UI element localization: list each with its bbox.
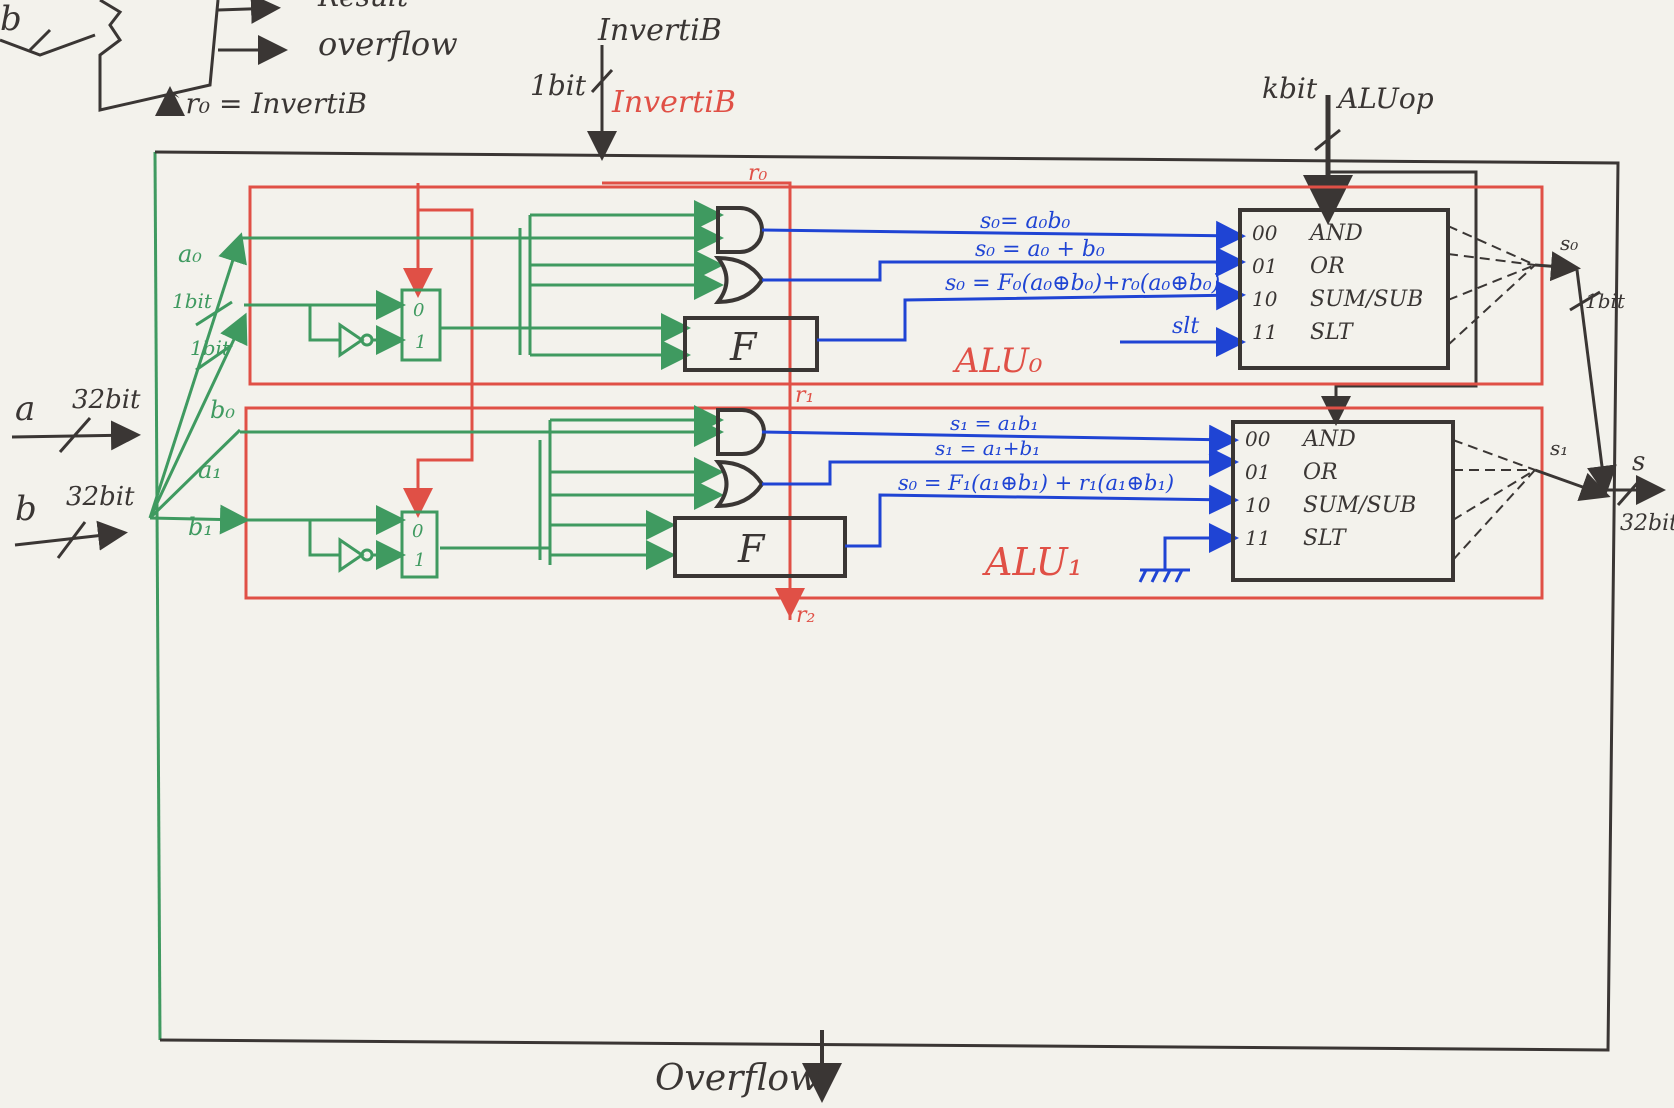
output-wires <box>1534 251 1666 506</box>
alu1-eq-and: s₁ = a₁b₁ <box>950 411 1039 435</box>
alu0-box <box>248 185 1544 386</box>
alu1-out-label: s₁ <box>1550 436 1568 460</box>
alu1-mux-in0: 0 <box>412 521 423 542</box>
alu1-and-gate <box>716 408 766 456</box>
sketch-input-b: b <box>0 0 22 39</box>
carry-r0: r₀ <box>748 161 768 186</box>
alu0-and-gate <box>716 206 764 254</box>
alu0-mux-row-op: SUM/SUB <box>1310 287 1423 312</box>
alu1-mux-row-code: 11 <box>1245 526 1270 550</box>
output-s-width: 32bit <box>1620 511 1674 536</box>
alu0-mux-in0: 0 <box>413 300 424 321</box>
output-s-label: s <box>1632 447 1645 477</box>
label-w1: 1bit <box>172 289 213 313</box>
alu0-mux-row-op: AND <box>1308 221 1363 246</box>
ground-icon <box>1138 568 1190 583</box>
alu1-inverter <box>338 537 406 573</box>
top-sketch <box>0 0 288 116</box>
alu1-mux-row-op: SUM/SUB <box>1303 493 1416 518</box>
alu1-eq-sum: s₀ = F₁(a₁⊕b₁) + r₁(a₁⊕b₁) <box>898 471 1174 495</box>
alu1-mux-row-code: 01 <box>1245 460 1270 484</box>
sketch-note: ↑r₀ = InvertiB <box>162 87 367 120</box>
label-w2: 1bit <box>190 336 231 360</box>
alu1-mux-rows: 00 AND 01 OR 10 SUM/SUB 11 SLT <box>1245 427 1416 551</box>
alu0-name: ALU₀ <box>952 341 1043 381</box>
alu0-eq-or: s₀ = a₀ + b₀ <box>975 237 1105 262</box>
alu1-output-mux <box>1231 420 1455 582</box>
alu1-mux-row-code: 10 <box>1245 493 1271 517</box>
alu0-mux-row-op: SLT <box>1310 320 1355 345</box>
output-funnel-lines <box>1447 225 1536 561</box>
sketch-result-label: Result <box>317 0 409 13</box>
alu1-mux-row-op: SLT <box>1303 526 1348 551</box>
alu0-f-block <box>683 316 819 372</box>
label-b1: b₁ <box>188 513 213 541</box>
green-wiring <box>148 200 724 570</box>
carry-r2: r₂ <box>796 603 815 628</box>
input-b-slash <box>56 521 87 559</box>
label-a0: a₀ <box>178 240 202 268</box>
alu1-name: ALU₁ <box>982 540 1083 584</box>
alu1-eq-or: s₁ = a₁+b₁ <box>935 436 1040 460</box>
sketch-overflow-label: overflow <box>318 25 458 63</box>
aluop-slash <box>1314 128 1341 152</box>
alu1-mux-in1: 1 <box>414 550 425 571</box>
alu0-mux-row-op: OR <box>1310 254 1345 279</box>
blue-wiring <box>761 220 1246 570</box>
alu1-mux-row-op: OR <box>1303 460 1338 485</box>
alu0-out-label: s₀ <box>1560 231 1578 255</box>
alu0-eq-sum: s₀ = F₀(a₀⊕b₀)+r₀(a₀⊕b₀) <box>945 271 1220 296</box>
alu1-f-label: F <box>737 527 766 571</box>
invertib-slash <box>590 68 614 94</box>
overflow-label: Overflow <box>655 1058 820 1099</box>
alu0-mux-row-code: 00 <box>1252 221 1278 245</box>
alu0-mux-row-code: 10 <box>1252 287 1278 311</box>
alu0-output-mux <box>1238 208 1450 370</box>
alu0-inverter <box>338 322 406 358</box>
label-b0: b₀ <box>210 396 235 424</box>
alu1-mux-row-code: 00 <box>1245 427 1271 451</box>
alu0-out-width: 1bit <box>1585 289 1626 313</box>
alu1-invert-mux <box>400 510 439 579</box>
aluop-width: kbit <box>1262 72 1318 105</box>
input-a-label: a <box>15 389 35 429</box>
invertib-red-label: InvertiB <box>611 85 736 120</box>
input-b-width: 32bit <box>66 482 135 512</box>
invertib-width: 1bit <box>530 69 587 102</box>
invertib-top-label: InvertiB <box>597 13 722 48</box>
aluop-label: ALUop <box>1335 82 1434 115</box>
input-a-slash <box>58 417 92 453</box>
carry-r1: r₁ <box>795 383 814 408</box>
alu1-box <box>244 406 1544 600</box>
alu0-eq-and: s₀= a₀b₀ <box>980 209 1071 234</box>
alu0-invert-mux <box>400 288 442 362</box>
alu0-mux-row-code: 01 <box>1252 254 1277 278</box>
input-b-wire <box>14 520 128 551</box>
red-wiring <box>403 181 805 620</box>
alu0-or-gate <box>713 255 765 305</box>
alu1-mux-row-op: AND <box>1301 427 1356 452</box>
label-a1: a₁ <box>198 456 222 484</box>
input-a-width: 32bit <box>72 385 141 415</box>
input-b-label: b <box>15 489 37 529</box>
alu0-mux-rows: 00 AND 01 OR 10 SUM/SUB 11 SLT <box>1252 221 1423 345</box>
alu0-mux-in1: 1 <box>415 332 426 353</box>
alu1-or-gate <box>713 459 765 509</box>
alu0-mux-row-code: 11 <box>1252 320 1277 344</box>
outer-box <box>154 150 1620 1052</box>
alu0-f-label: F <box>729 325 758 369</box>
alu0-slt-in: slt <box>1172 314 1199 339</box>
outer-box-left <box>153 151 162 1041</box>
aluop-bus <box>1321 170 1478 426</box>
